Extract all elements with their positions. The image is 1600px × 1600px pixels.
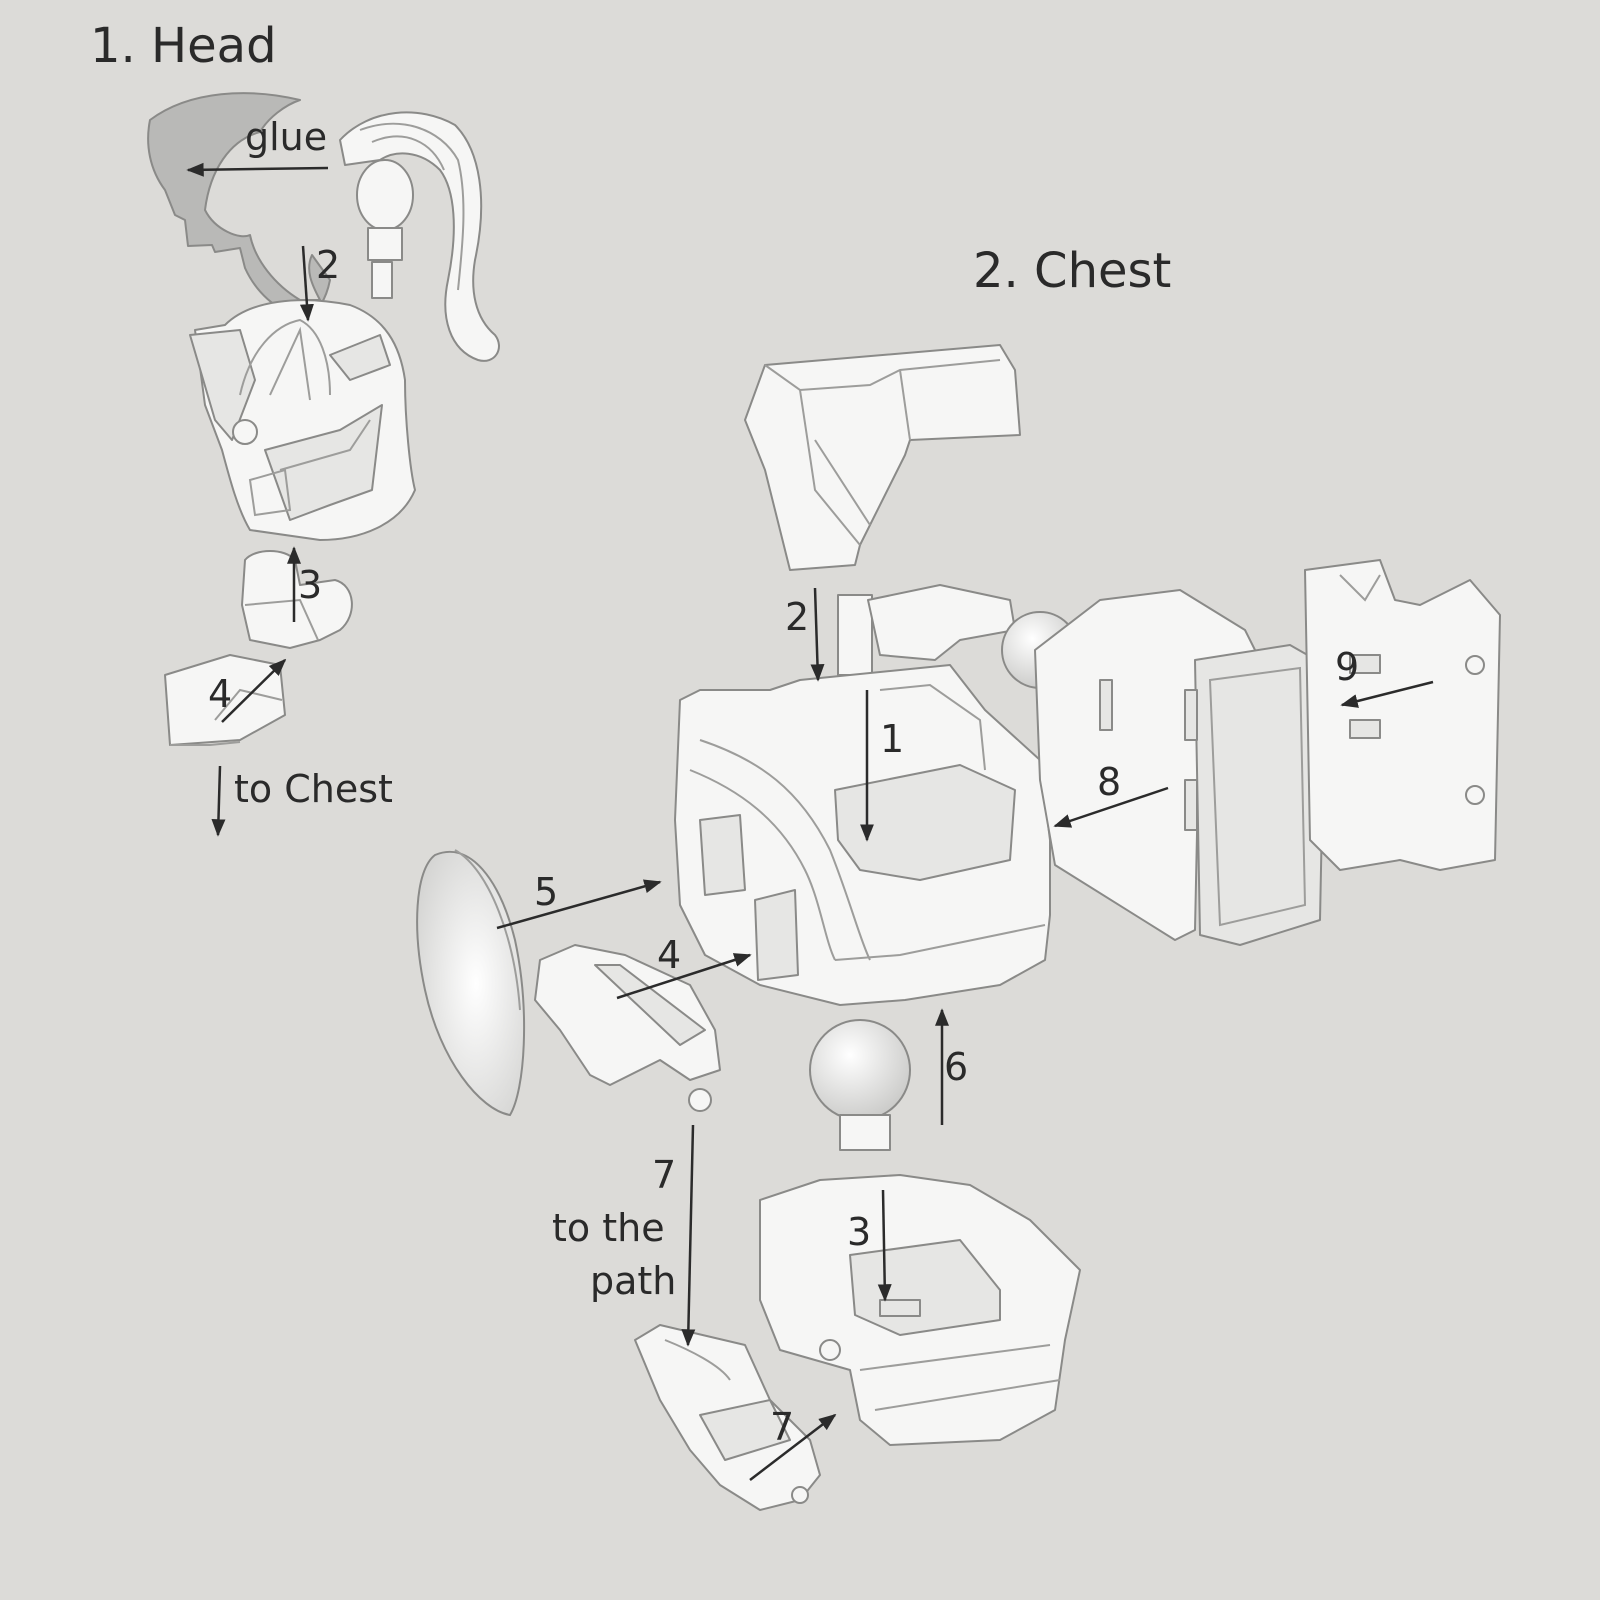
arrow-chest-4 (616, 953, 752, 1000)
waist-ball-stem (839, 1114, 891, 1151)
pelvis-slot (879, 1299, 921, 1317)
torso-side-slot-2 (754, 889, 799, 981)
connector-peg (688, 1088, 712, 1112)
hip-socket (699, 1399, 791, 1461)
arrow-chest-7-bottom (749, 1413, 837, 1481)
chest-label-6: 6 (944, 1045, 968, 1089)
chest-label-8: 8 (1097, 760, 1121, 804)
horn-ball (356, 159, 414, 231)
chest-label-2: 2 (785, 595, 809, 639)
horn-pin (371, 261, 393, 299)
head-label-2: 2 (316, 243, 340, 287)
arm-joint-part (867, 584, 1016, 661)
arrow-chest-8 (1053, 786, 1169, 828)
panel-rivet-1 (1465, 655, 1485, 675)
panel-slot-1 (1349, 654, 1381, 674)
torso-cavity (834, 764, 1016, 881)
chest-label-3: 3 (847, 1210, 871, 1254)
arrow-chest-7-top (681, 1124, 696, 1347)
connector-groove (594, 964, 706, 1046)
head-assembly (147, 92, 500, 746)
horn-peg (367, 227, 403, 261)
arrow-chest-5 (496, 879, 662, 930)
helmet-faceplate (264, 404, 383, 521)
back-panel-part (1304, 559, 1501, 871)
hip-peg (791, 1486, 809, 1504)
arrow-head-2 (299, 245, 314, 322)
panel-rivet-2 (1465, 785, 1485, 805)
torso-side-slot (699, 814, 746, 896)
chest-label-9: 9 (1335, 645, 1359, 689)
back-plate-frame (1194, 644, 1326, 946)
head-label-4: 4 (208, 672, 232, 716)
chest-shield-part (416, 850, 526, 1117)
chest-label-7-top: 7 (652, 1153, 676, 1197)
chest-assembly (416, 344, 1501, 1511)
right-horn-part (339, 111, 500, 362)
arrow-chest-3 (877, 1189, 892, 1302)
head-label-glue: glue (245, 115, 327, 159)
head-step-labels: glue 2 3 4 to Chest (208, 115, 393, 811)
assembly-arrows (186, 162, 1434, 1481)
side-connector-part (534, 944, 721, 1086)
shoulder-rod (837, 594, 873, 676)
chest-label-1: 1 (880, 717, 904, 761)
section-titles: 1. Head 2. Chest (90, 18, 1171, 299)
arrow-glue (186, 162, 329, 177)
back-slot-3 (1184, 779, 1198, 831)
shoulder-block-part (744, 344, 1021, 571)
left-horn-part (147, 92, 331, 319)
chest-label-path: path (590, 1259, 676, 1303)
chest-label-7-bottom: 7 (770, 1405, 794, 1449)
head-label-to-chest: to Chest (234, 767, 393, 811)
back-slot-1 (1099, 679, 1113, 731)
helmet-wing-right (329, 334, 391, 381)
arrow-head-4 (221, 658, 287, 723)
head-section-title: 1. Head (90, 18, 277, 74)
waist-ball (809, 1019, 911, 1121)
panel-slot-2 (1349, 719, 1381, 739)
chest-section-title: 2. Chest (973, 243, 1171, 299)
head-label-3: 3 (298, 563, 322, 607)
chest-label-to-the: to the (552, 1206, 665, 1250)
back-slot-2 (1184, 689, 1198, 741)
chest-step-labels: 1 2 3 4 5 6 7 to the path 7 8 9 (534, 595, 1359, 1449)
arrow-chest-9 (1340, 680, 1434, 708)
arrow-to-chest (211, 765, 226, 837)
chest-label-5: 5 (534, 870, 558, 914)
chest-label-4: 4 (657, 933, 681, 977)
helmet-wing-left (189, 329, 256, 441)
arrow-chest-2 (810, 587, 825, 682)
helmet-gem (232, 419, 258, 445)
pelvis-peg (819, 1339, 841, 1361)
